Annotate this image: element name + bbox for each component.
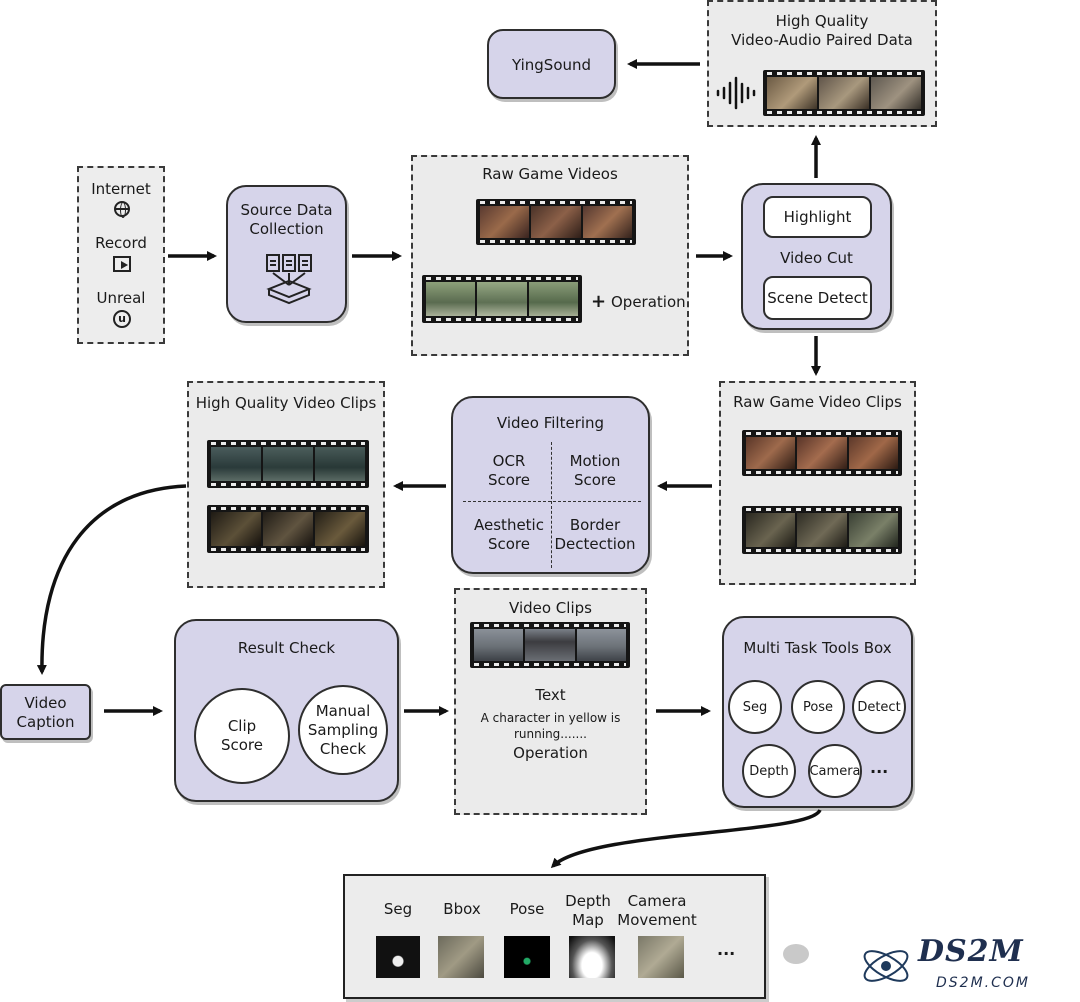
- source-record: Record: [95, 234, 147, 252]
- multi-task-tools-title: Multi Task Tools Box: [743, 639, 892, 657]
- chat-watermark-icon: [783, 944, 809, 964]
- tool-camera-label: Camera: [809, 763, 861, 779]
- seg-output-thumbnail: [376, 936, 420, 978]
- output-bbox-label: Bbox: [443, 900, 481, 918]
- raw-game-videos-panel: Raw Game Videos + Operation: [411, 155, 689, 356]
- globe-icon: [114, 201, 130, 218]
- multi-task-tools-box: Multi Task Tools Box Seg Pose Detect Dep…: [722, 616, 913, 808]
- video-cut-label: Video Cut: [780, 249, 853, 267]
- video-caption-box: Video Caption: [0, 684, 91, 740]
- raw-game-videos-title: Raw Game Videos: [482, 165, 618, 183]
- video-filtering-box: Video Filtering OCR Score Motion Score A…: [451, 396, 650, 574]
- video-cut-box: Highlight Video Cut Scene Detect: [741, 183, 892, 330]
- unreal-icon: u: [113, 310, 131, 328]
- video-clips-caption-text: A character in yellow is running.......: [480, 711, 621, 741]
- video-caption-label: Video Caption: [16, 694, 75, 731]
- raw-video-filmstrip-1: [476, 199, 636, 245]
- outputs-more-ellipsis: ···: [717, 944, 736, 963]
- pose-output-thumbnail: [504, 936, 550, 978]
- hq-clips-filmstrip-2: [207, 505, 369, 553]
- hq-paired-data-panel: High Quality Video-Audio Paired Data: [707, 0, 937, 127]
- tool-seg-circle: Seg: [728, 680, 782, 734]
- tool-pose-circle: Pose: [791, 680, 845, 734]
- border-detection-label: Border Dectection: [554, 516, 636, 553]
- video-clips-panel: Video Clips Text A character in yellow i…: [454, 588, 647, 815]
- tools-more-ellipsis: ···: [870, 762, 889, 781]
- tool-depth-circle: Depth: [742, 744, 796, 798]
- video-clips-operation: Operation: [513, 744, 588, 762]
- output-seg-label: Seg: [383, 900, 413, 918]
- audio-waveform-icon: [716, 76, 756, 110]
- source-unreal: Unreal: [96, 289, 146, 307]
- output-pose-label: Pose: [509, 900, 545, 918]
- aesthetic-score-label: Aesthetic Score: [474, 516, 544, 553]
- video-clips-title: Video Clips: [509, 599, 592, 617]
- filtering-vertical-divider: [551, 442, 552, 568]
- tool-depth-label: Depth: [749, 763, 789, 779]
- ds2m-logo-icon: [863, 950, 909, 982]
- highlight-box: Highlight: [763, 196, 872, 238]
- result-check-title: Result Check: [237, 639, 336, 657]
- ocr-score-label: OCR Score: [487, 452, 530, 489]
- raw-clips-filmstrip-2: [742, 506, 902, 554]
- tool-camera-circle: Camera: [808, 744, 862, 798]
- hq-video-clips-panel: High Quality Video Clips: [187, 381, 385, 588]
- documents-collection-icon: [266, 254, 312, 305]
- output-depth-map-label: Depth Map: [565, 892, 611, 929]
- arrow-hq-to-caption: [36, 484, 187, 675]
- hq-clips-filmstrip-1: [207, 440, 369, 488]
- clip-score-label: Clip Score: [220, 717, 263, 754]
- sources-panel: Internet Record Unreal u: [77, 166, 165, 344]
- record-icon: [113, 256, 131, 272]
- plus-icon: +: [591, 291, 607, 312]
- ds2m-logo-text: DS2M: [918, 934, 1024, 969]
- source-data-collection-box: Source Data Collection: [226, 185, 347, 323]
- source-data-collection-label: Source Data Collection: [240, 201, 333, 238]
- video-clips-filmstrip: [470, 622, 630, 668]
- depth-map-output-thumbnail: [569, 936, 615, 978]
- tool-pose-label: Pose: [802, 699, 834, 715]
- hq-video-clips-title: High Quality Video Clips: [195, 394, 377, 412]
- bbox-output-thumbnail: [438, 936, 484, 978]
- ds2m-url-text: DS2M.COM: [936, 975, 1030, 991]
- hq-paired-filmstrip: [763, 70, 925, 116]
- scene-detect-box: Scene Detect: [763, 276, 872, 320]
- video-filtering-title: Video Filtering: [496, 414, 605, 432]
- result-check-box: Result Check Clip Score Manual Sampling …: [174, 619, 399, 802]
- outputs-panel: Seg Bbox Pose Depth Map Camera Movement …: [343, 874, 766, 999]
- tool-seg-label: Seg: [742, 699, 768, 715]
- raw-game-videos-operation: Operation: [611, 293, 686, 311]
- tool-detect-circle: Detect: [852, 680, 906, 734]
- output-camera-movement-label: Camera Movement: [617, 892, 697, 929]
- manual-sampling-check-label: Manual Sampling Check: [307, 701, 379, 758]
- yingsound-label: YingSound: [511, 56, 592, 74]
- motion-score-label: Motion Score: [569, 452, 621, 489]
- yingsound-box: YingSound: [487, 29, 616, 99]
- raw-video-filmstrip-2: [422, 275, 582, 323]
- clip-score-circle: Clip Score: [194, 688, 290, 784]
- source-internet: Internet: [91, 180, 151, 198]
- raw-game-video-clips-panel: Raw Game Video Clips: [719, 381, 916, 585]
- manual-sampling-check-circle: Manual Sampling Check: [298, 685, 388, 775]
- arrow-tools-to-outputs: [550, 808, 822, 869]
- video-clips-text-label: Text: [535, 686, 566, 704]
- camera-movement-output-thumbnail: [638, 936, 684, 978]
- filtering-horizontal-divider: [463, 501, 641, 502]
- hq-paired-data-title: High Quality Video-Audio Paired Data: [731, 12, 913, 49]
- raw-clips-filmstrip-1: [742, 430, 902, 476]
- raw-game-video-clips-title: Raw Game Video Clips: [733, 393, 902, 411]
- tool-detect-label: Detect: [857, 699, 901, 715]
